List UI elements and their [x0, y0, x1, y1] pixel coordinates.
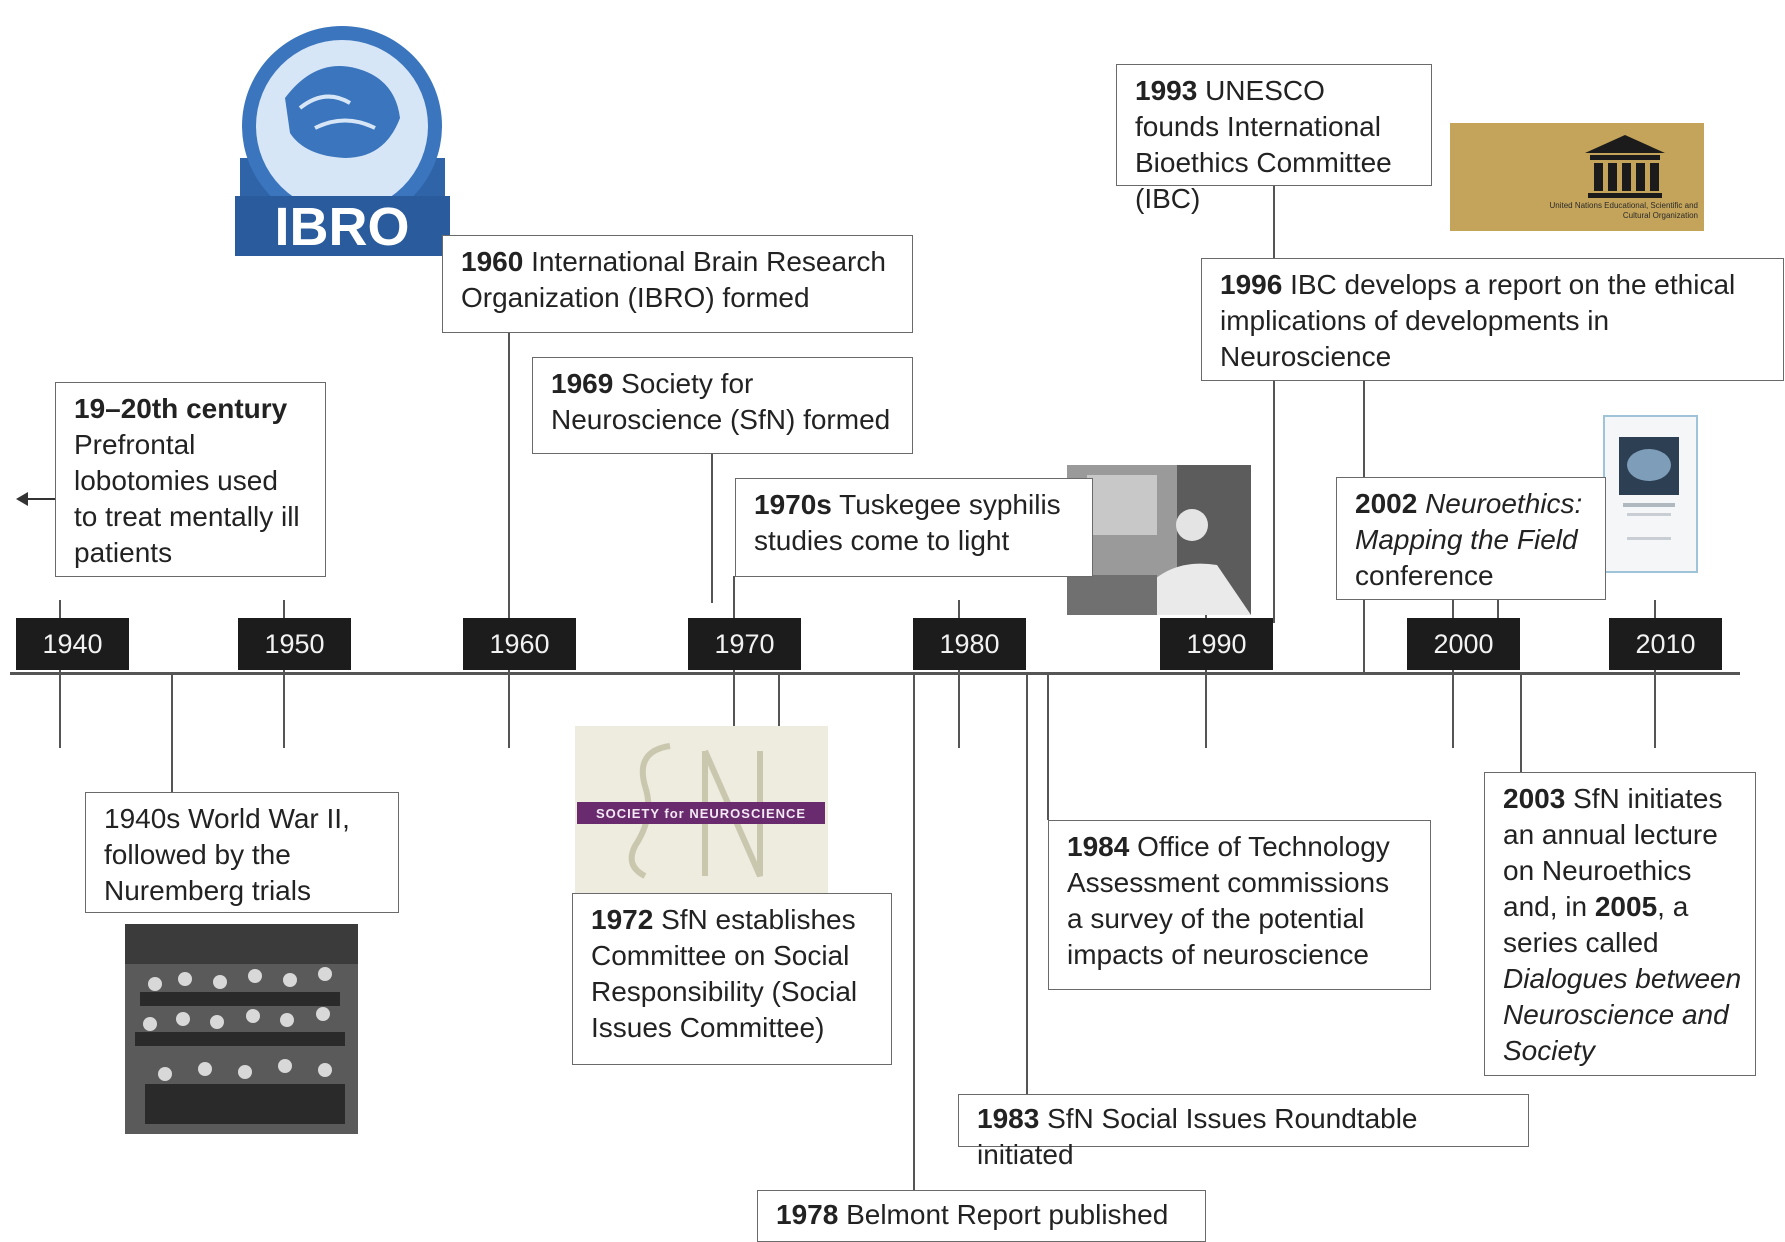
- connector-1978: [913, 674, 915, 1190]
- event-2003: 2003 SfN initiates an annual lecture on …: [1484, 772, 1756, 1076]
- year-1970: 1970: [688, 618, 801, 670]
- tick-1970: [733, 600, 735, 748]
- event-1970s: 1970s Tuskegee syphilis studies come to …: [735, 478, 1093, 577]
- tick-1990: [1205, 600, 1207, 748]
- connector-1940s: [171, 674, 173, 792]
- tick-1980: [958, 600, 960, 748]
- tick-1940: [59, 600, 61, 748]
- event-1969: 1969 Society for Neuroscience (SfN) form…: [532, 357, 913, 454]
- connector-1984: [1047, 674, 1049, 820]
- year-2000: 2000: [1407, 618, 1520, 670]
- left-arrow-icon: [16, 492, 58, 506]
- year-2010: 2010: [1609, 618, 1722, 670]
- nuremberg-trials-photo: [125, 924, 358, 1134]
- year-1990: 1990: [1160, 618, 1273, 670]
- sfn-logo-text: SOCIETY for NEUROSCIENCE: [595, 805, 807, 821]
- connector-1983: [1026, 674, 1028, 1094]
- event-1978: 1978 Belmont Report published: [757, 1190, 1206, 1242]
- ibro-logo-text: IBRO: [275, 197, 410, 256]
- event-1993: 1993 UNESCO founds International Bioethi…: [1116, 64, 1432, 214]
- event-1996: 1996 IBC develops a report on the ethica…: [1201, 258, 1784, 381]
- unesco-logo: United Nations Educational, Scientific a…: [1450, 123, 1704, 231]
- tick-2000: [1452, 600, 1454, 748]
- year-1960: 1960: [463, 618, 576, 670]
- year-1980: 1980: [913, 618, 1026, 670]
- event-1984: 1984 Office of Technology Assessment com…: [1048, 820, 1431, 990]
- year-1940: 1940: [16, 618, 129, 670]
- connector-1960: [508, 332, 510, 602]
- sfn-logo: SOCIETY for NEUROSCIENCE: [575, 726, 828, 893]
- event-1972: 1972 SfN establishes Committee on Social…: [572, 893, 892, 1065]
- tick-1950: [283, 600, 285, 748]
- connector-2002: [1497, 600, 1499, 628]
- connector-1972: [778, 674, 780, 726]
- connector-1970s: [733, 576, 735, 606]
- tick-1960: [508, 600, 510, 748]
- ibro-logo: IBRO: [235, 8, 450, 256]
- event-2002: 2002 Neuroethics: Mapping the Field conf…: [1336, 477, 1606, 600]
- unesco-logo-text: United Nations Educational, Scientific a…: [1549, 201, 1698, 220]
- event-1940s: 1940s World War II, followed by the Nure…: [85, 792, 399, 913]
- tick-2010: [1654, 600, 1656, 748]
- connector-1993: [1273, 185, 1275, 623]
- neuroethics-book-cover: [1603, 415, 1698, 573]
- connector-1969: [711, 453, 713, 603]
- tuskegee-photo: [1067, 465, 1251, 615]
- timeline-axis: [10, 672, 1740, 675]
- event-1960: 1960 International Brain Research Organi…: [442, 235, 913, 333]
- connector-2003: [1520, 674, 1522, 772]
- event-1983: 1983 SfN Social Issues Roundtable initia…: [958, 1094, 1529, 1170]
- year-1950: 1950: [238, 618, 351, 670]
